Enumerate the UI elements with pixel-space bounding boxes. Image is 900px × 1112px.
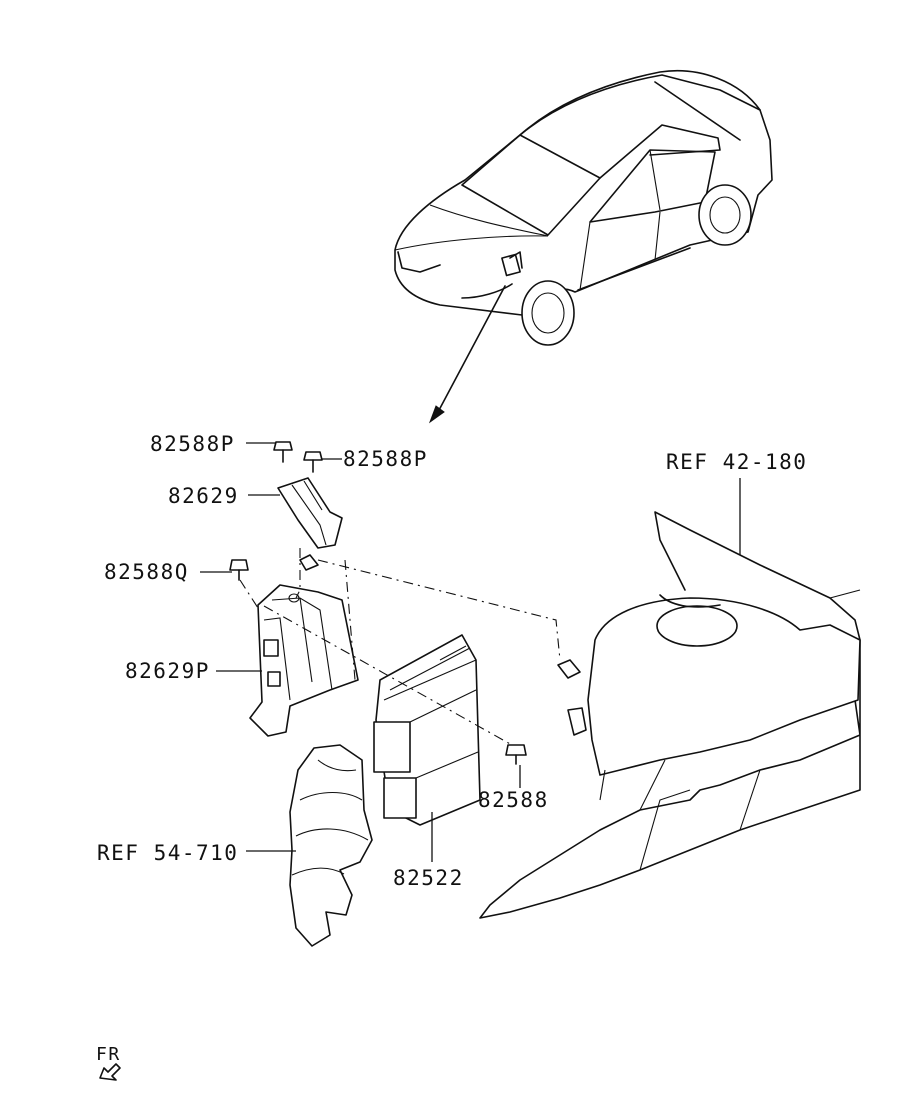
leader-lines — [200, 442, 741, 862]
label-bolt-82588q: 82588Q — [104, 560, 189, 584]
assembly-line-d — [344, 559, 356, 681]
bolt-upper-left — [273, 441, 293, 463]
upper-bracket — [277, 477, 343, 571]
label-bracket-82629p: 82629P — [125, 659, 210, 683]
ecu-module — [373, 634, 481, 826]
label-module-82522: 82522 — [393, 866, 464, 890]
label-ref-42-180: REF 42-180 — [666, 450, 808, 474]
label-front-marker: FR — [96, 1044, 121, 1065]
assembly-line-c — [263, 605, 513, 746]
car-overview — [394, 70, 773, 424]
bolt-left — [229, 559, 249, 581]
body-panel — [479, 511, 861, 919]
assembly-line-a — [295, 548, 301, 599]
bolt-module — [505, 744, 527, 765]
air-duct — [289, 744, 373, 947]
label-bolt-82588: 82588 — [478, 788, 549, 812]
label-bracket-82629: 82629 — [168, 484, 239, 508]
label-bolt-82588p-right: 82588P — [343, 447, 428, 471]
label-bolt-82588p-left: 82588P — [150, 432, 235, 456]
bolt-upper-right — [303, 451, 323, 473]
assembly-line-b — [317, 559, 561, 661]
front-arrow-icon — [99, 1063, 121, 1081]
label-ref-54-710: REF 54-710 — [97, 841, 239, 865]
lower-bracket — [249, 584, 359, 737]
assembly-line-e — [239, 579, 259, 609]
